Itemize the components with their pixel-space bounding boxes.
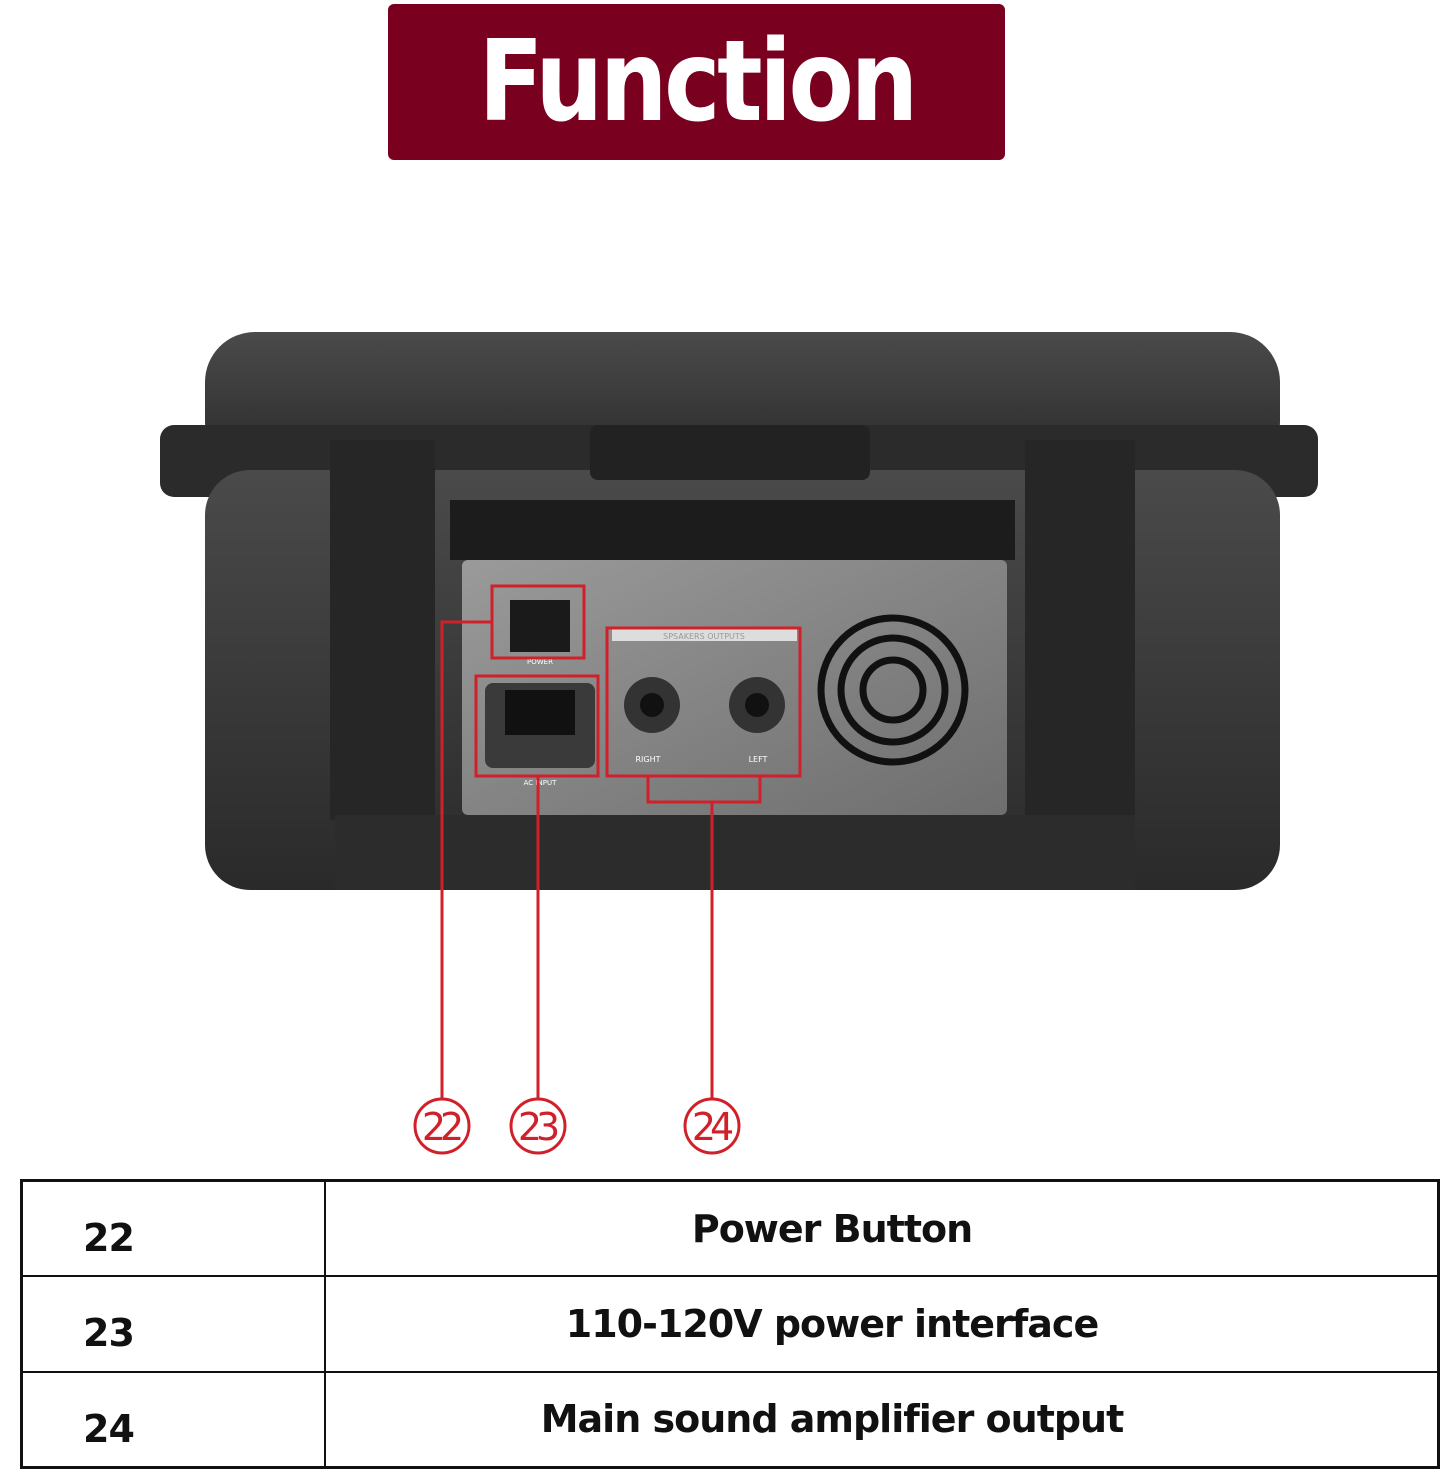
- title-banner: Function: [388, 4, 1005, 160]
- svg-text:LEFT: LEFT: [749, 755, 768, 764]
- svg-text:SPSAKERS OUTPUTS: SPSAKERS OUTPUTS: [663, 632, 745, 641]
- amplifier-case-illustration: POWER AC INPUT SPSAKERS OUTPUTS RIGHT LE…: [160, 332, 1318, 1155]
- title: Function: [478, 17, 918, 147]
- power-switch: [510, 600, 570, 652]
- callout-23: 23: [518, 1105, 558, 1149]
- svg-text:RIGHT: RIGHT: [635, 755, 660, 764]
- svg-text:POWER: POWER: [527, 658, 553, 666]
- svg-text:AC INPUT: AC INPUT: [524, 779, 557, 787]
- callout-markers: [413, 584, 802, 1155]
- cooling-fan: [817, 614, 969, 766]
- callout-24: 24: [692, 1105, 733, 1149]
- callout-22: 22: [422, 1105, 461, 1149]
